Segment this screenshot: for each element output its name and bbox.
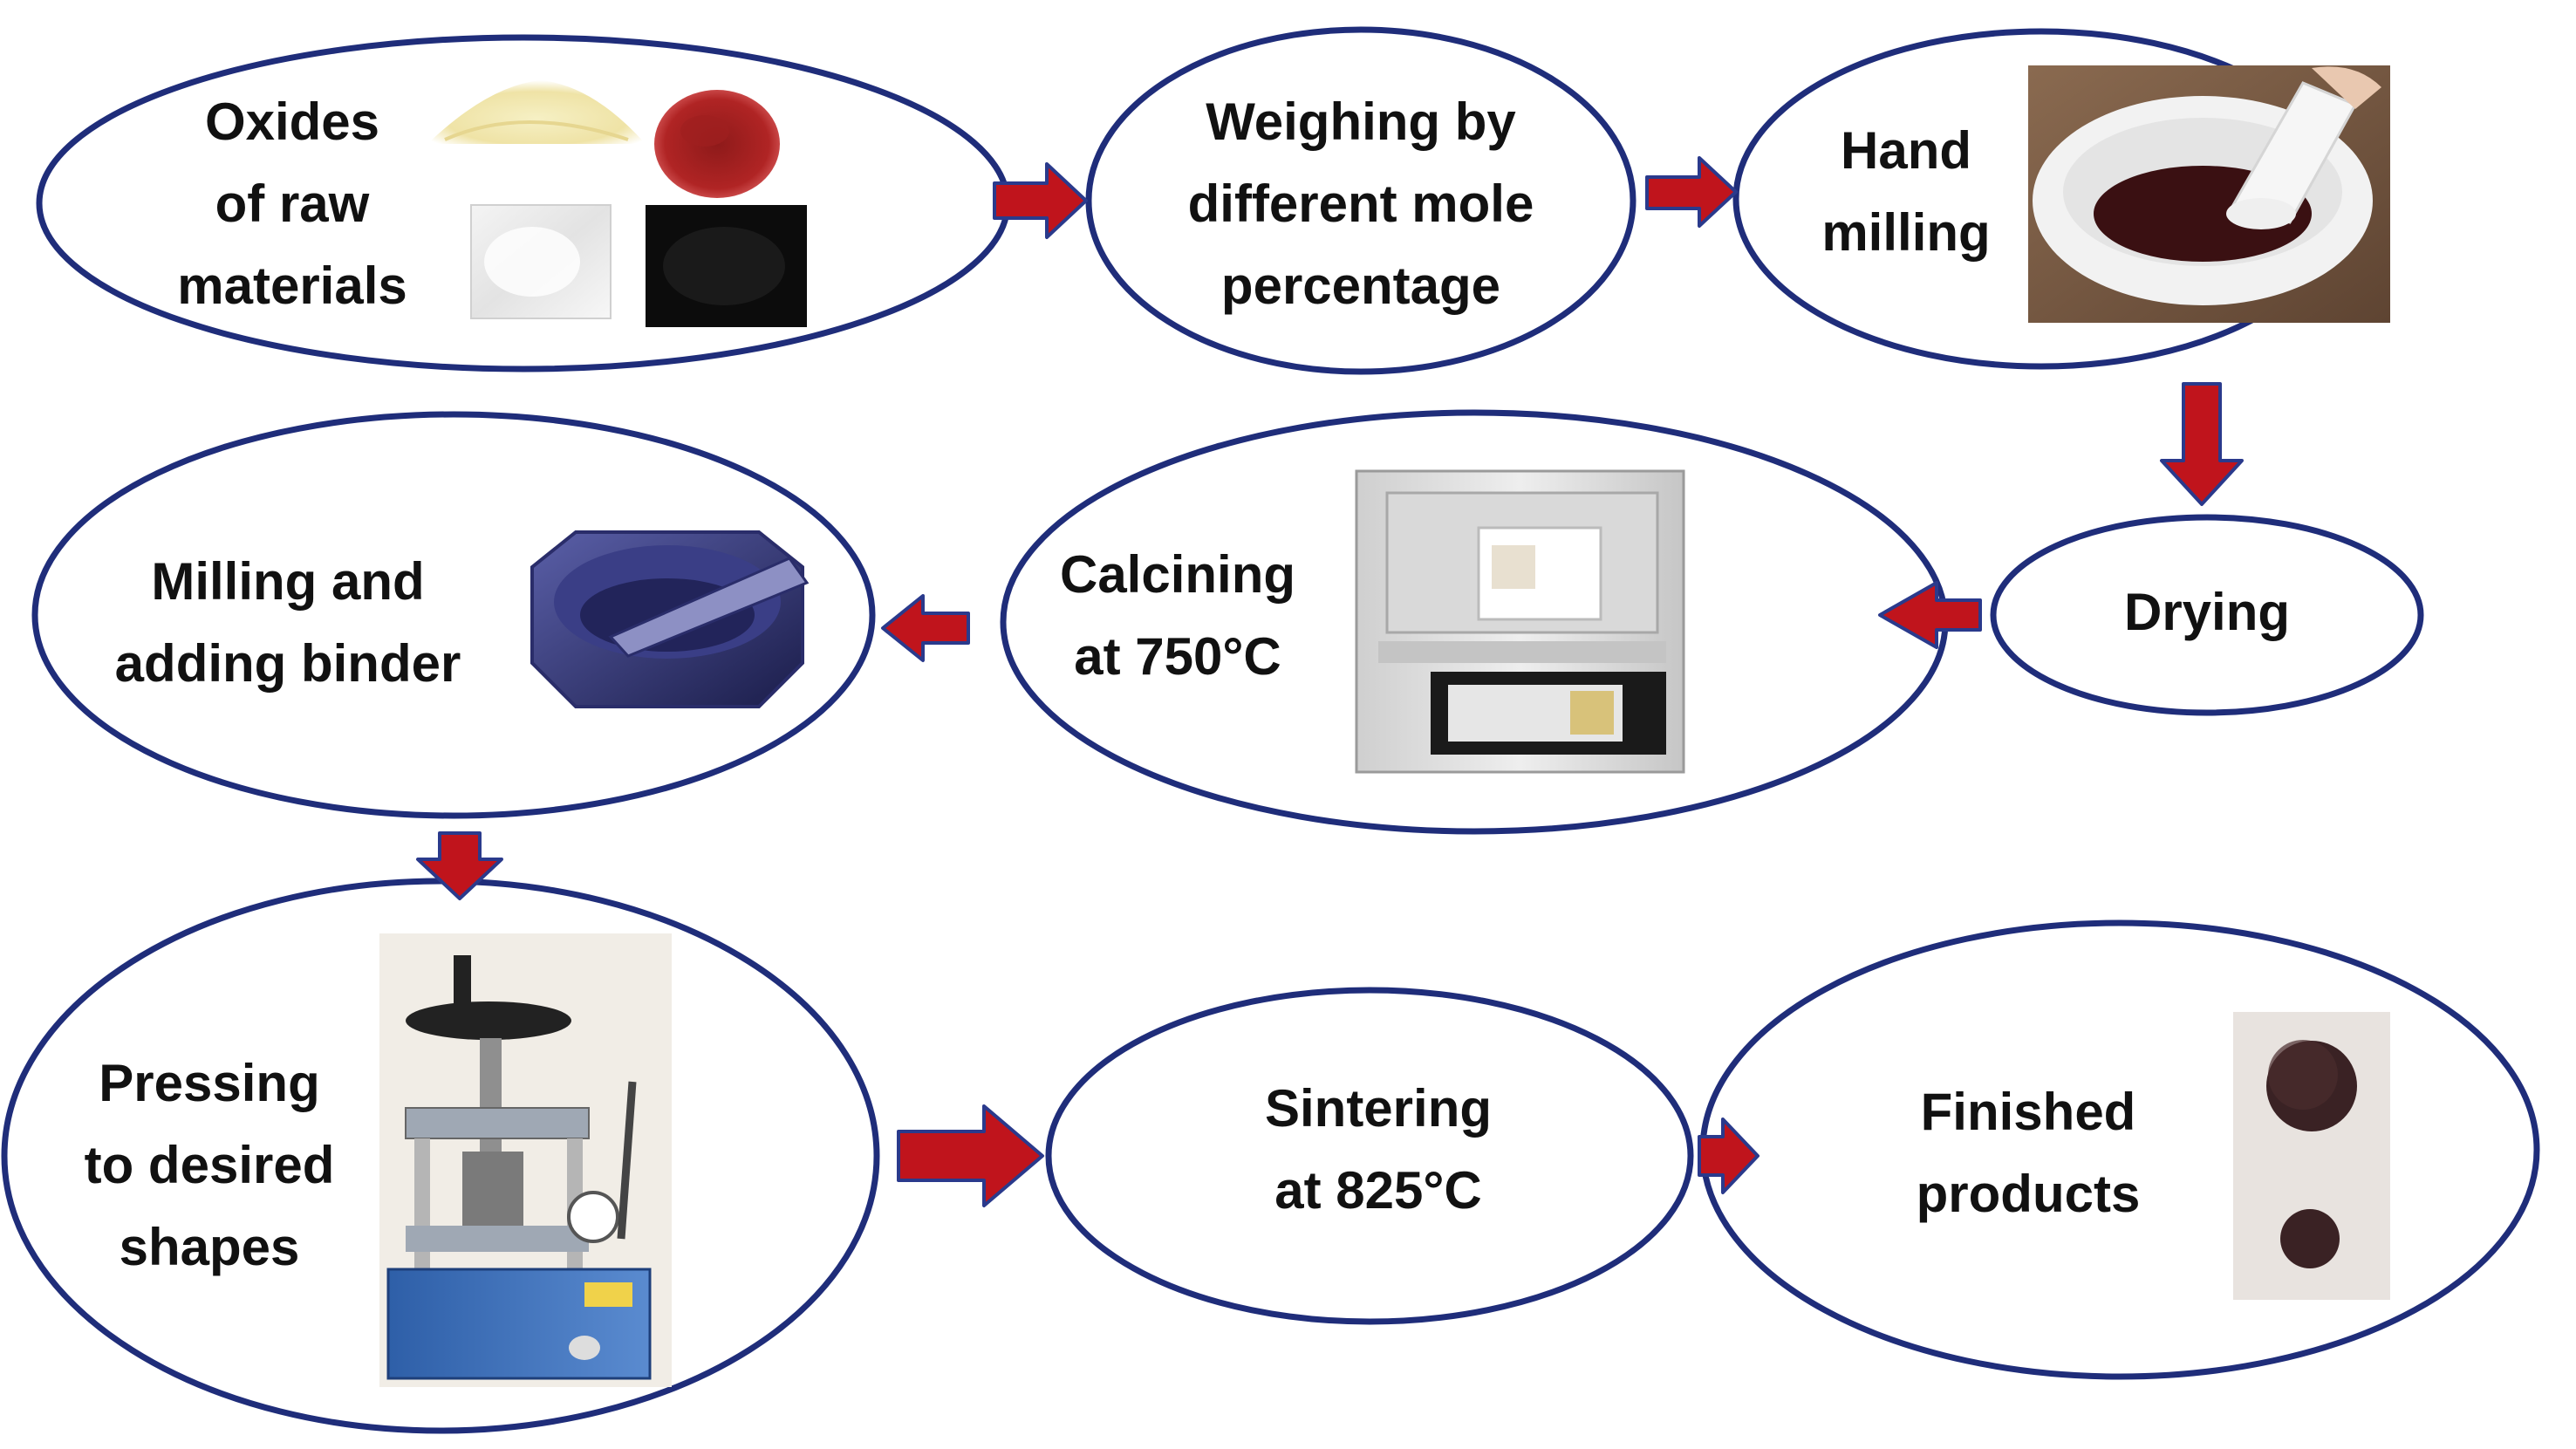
pellets-icon [2233, 1012, 2390, 1300]
red-powder-icon [650, 83, 781, 198]
agate-mortar-icon [530, 530, 810, 708]
arrow-oxides-to-weighing [993, 162, 1088, 239]
arrow-drying-to-calcining [1878, 581, 1982, 649]
step-calcining-label: Calcining at 750°C [1059, 545, 1296, 686]
yellow-powder-icon [427, 80, 646, 144]
hydraulic-press-icon [379, 933, 672, 1387]
step-pressing-label: Pressing to desired shapes [84, 1054, 335, 1276]
arrow-hand-milling-to-drying [2160, 382, 2244, 506]
black-powder-icon [646, 205, 807, 327]
mortar-pestle-icon [2028, 65, 2390, 323]
arrow-milling-binder-to-pressing [416, 831, 503, 900]
step-weighing-label: Weighing by different mole percentage [1187, 92, 1534, 315]
arrow-sintering-to-finished [1698, 1118, 1759, 1194]
step-sintering-ellipse [1045, 987, 1694, 1325]
step-milling-binder-label: Milling and adding binder [114, 552, 461, 693]
step-oxides-label: Oxides of raw materials [177, 92, 407, 315]
arrow-weighing-to-hand-milling [1645, 156, 1738, 228]
arrow-pressing-to-sintering [897, 1104, 1044, 1207]
step-drying-label: Drying [2123, 583, 2291, 641]
step-drying-ellipse [1990, 514, 2424, 716]
arrow-calcining-to-milling-binder [881, 594, 970, 662]
step-milling-binder-ellipse [31, 411, 876, 819]
step-sintering-label: Sintering at 825°C [1264, 1079, 1492, 1220]
white-powder-icon [470, 204, 612, 319]
muffle-furnace-icon [1355, 469, 1685, 774]
step-hand-milling-label: Hand milling [1821, 121, 1991, 262]
step-finished-label: Finished products [1916, 1083, 2141, 1223]
step-weighing-ellipse [1085, 26, 1636, 375]
